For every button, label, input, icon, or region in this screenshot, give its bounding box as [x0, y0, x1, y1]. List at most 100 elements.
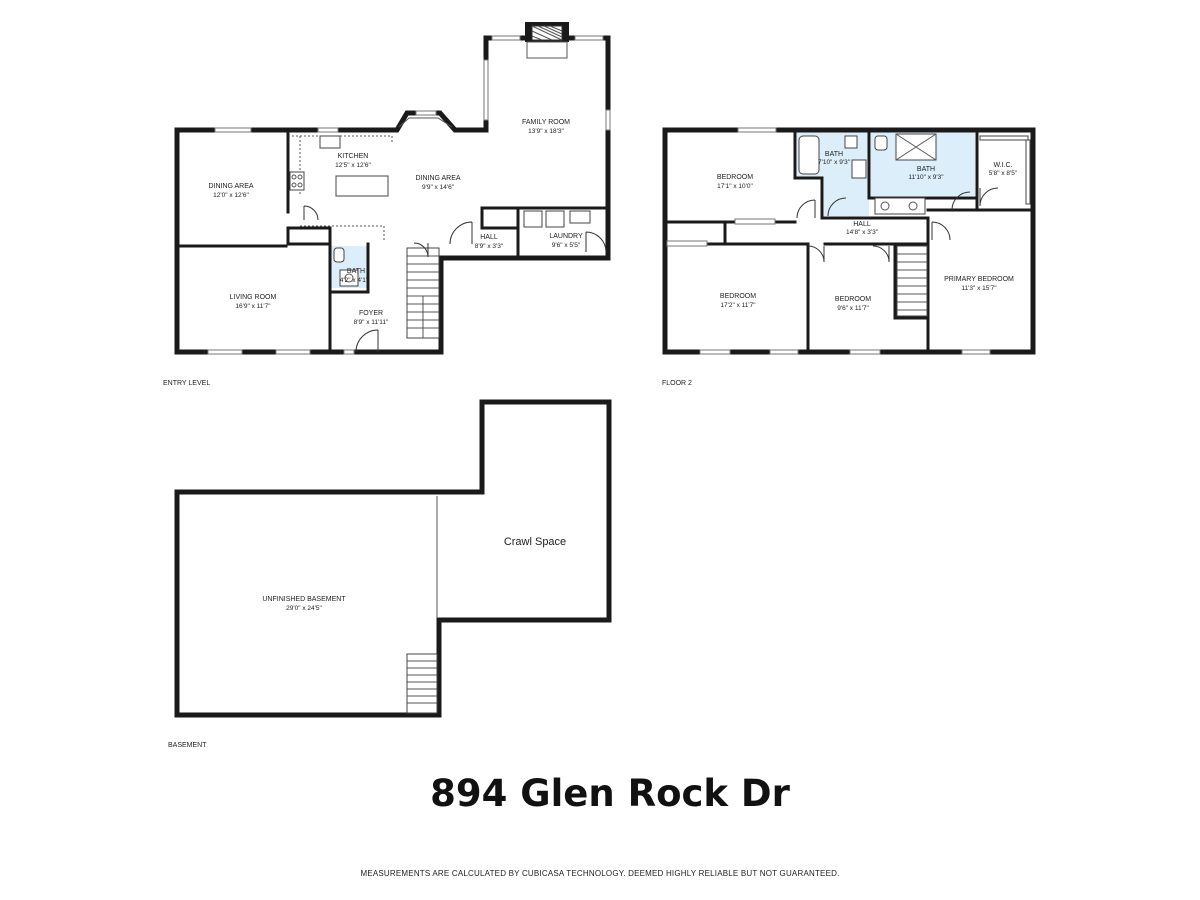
- room-dim-primary-bath: 11'10" x 9'3": [908, 174, 944, 181]
- fireplace-hatch: [531, 25, 563, 41]
- room-name-living-room: LIVING ROOM: [230, 294, 277, 301]
- door-laundry: [585, 231, 607, 253]
- entry-stair-treads: [407, 255, 439, 338]
- door: [979, 187, 999, 207]
- door: [807, 245, 825, 263]
- room-dim-family-room: 13'9" x 18'3": [528, 128, 564, 135]
- wall: [793, 176, 930, 220]
- basement-stair-treads: [407, 660, 437, 704]
- room-dim-wic: 5'8" x 8'5": [989, 170, 1018, 177]
- door-closet: [303, 205, 319, 221]
- toilet: [844, 135, 858, 149]
- door: [931, 221, 951, 241]
- room-dim-hall: 8'9" x 3'3": [475, 243, 504, 250]
- room-dim-bath: 4'2" x 4'1": [340, 277, 369, 284]
- room-name-bath: BATH: [825, 151, 843, 158]
- room-name-bedroom: BEDROOM: [717, 174, 753, 181]
- dryer: [545, 210, 565, 228]
- door-stairs: [413, 242, 429, 258]
- room-dim-dining-area: 12'0" x 12'6": [213, 192, 249, 199]
- kitchen-sink: [319, 135, 341, 149]
- room-name-dining-area: DINING AREA: [208, 183, 253, 190]
- kitchen-lower-counter: [300, 225, 385, 240]
- door: [951, 191, 971, 211]
- window: [275, 349, 311, 355]
- wall-hall: [480, 206, 520, 230]
- room-name-laundry: LAUNDRY: [549, 233, 583, 240]
- window: [961, 349, 991, 355]
- window: [605, 109, 611, 131]
- floor-2-stairs: [896, 245, 928, 317]
- window: [343, 349, 355, 355]
- room-name-primary-bath: BATH: [917, 166, 935, 173]
- room-name-hall: HALL: [853, 221, 871, 228]
- door: [796, 199, 816, 219]
- window: [317, 127, 339, 133]
- kitchen-range: [289, 171, 305, 191]
- room-dim-bedroom: 17'1" x 10'0": [717, 183, 753, 190]
- window: [214, 127, 252, 133]
- closet-door: [666, 240, 708, 247]
- room-name-hall: HALL: [480, 234, 498, 241]
- room-dim-kitchen: 12'5" x 12'6": [335, 162, 371, 169]
- room-dim-bedroom: 9'6" x 11'7": [837, 305, 869, 312]
- window: [483, 59, 489, 121]
- bath-sink: [851, 159, 867, 179]
- window: [491, 35, 521, 41]
- room-dim-living-room: 16'9" x 11'7": [235, 303, 271, 310]
- room-name-bedroom: BEDROOM: [835, 296, 871, 303]
- basement-stairs: [406, 653, 438, 714]
- measurement-disclaimer: MEASUREMENTS ARE CALCULATED BY CUBICASA …: [360, 869, 840, 878]
- property-address: 894 Glen Rock Dr: [430, 772, 790, 815]
- room-dim-hall: 14'8" x 3'3": [846, 229, 879, 236]
- floor-2-exterior-wall: [662, 127, 1036, 355]
- closet-door: [734, 218, 776, 225]
- floor-label-entry: ENTRY LEVEL: [163, 380, 210, 387]
- basement-exterior-wall: [174, 399, 612, 718]
- room-name-unfinished-basement: UNFINISHED BASEMENT: [262, 596, 346, 603]
- wall-closet: [286, 226, 332, 246]
- entry-bath-toilet: [333, 247, 345, 263]
- bath-tile: [824, 178, 869, 216]
- wall-entry-bath: [328, 242, 370, 294]
- door-hall: [449, 221, 473, 245]
- room-dim-unfinished-basement: 29'0" x 24'5": [286, 605, 322, 612]
- room-dim-foyer: 8'9" x 11'11": [354, 319, 389, 326]
- bathtub: [798, 135, 820, 175]
- bay-window: [398, 117, 453, 128]
- wic-shelf: [1025, 139, 1031, 205]
- laundry-sink: [569, 210, 591, 224]
- room-name-family-room: FAMILY ROOM: [522, 119, 570, 126]
- floor-label-floor-2: FLOOR 2: [662, 380, 692, 387]
- room-dim-bath: 7'10" x 9'3": [818, 159, 851, 166]
- shower-x: [895, 133, 937, 161]
- room-name-primary-bedroom: PRIMARY BEDROOM: [944, 276, 1014, 283]
- room-name-bath: BATH: [347, 268, 365, 275]
- wall: [893, 242, 930, 320]
- hearth: [526, 41, 568, 59]
- window: [849, 349, 881, 355]
- room-dim-bedroom: 17'2" x 11'7": [720, 302, 756, 309]
- entry-level-plan: FAMILY ROOM 13'9" x 18'3" KITCHEN 12'5" …: [163, 22, 611, 387]
- floor-label-basement: BASEMENT: [168, 742, 207, 749]
- floor-2-stair-treads: [897, 253, 927, 311]
- basement-plan: UNFINISHED BASEMENT 29'0" x 24'5" Crawl …: [168, 399, 612, 749]
- window: [769, 349, 799, 355]
- wall: [663, 242, 810, 354]
- room-dim-laundry: 9'6" x 5'5": [552, 242, 581, 249]
- washer: [523, 210, 543, 228]
- room-name-dining-area-center: DINING AREA: [415, 175, 460, 182]
- window: [737, 127, 777, 133]
- window: [415, 110, 437, 116]
- window: [574, 35, 604, 41]
- window: [699, 349, 731, 355]
- room-name-foyer: FOYER: [359, 310, 383, 317]
- room-name-bedroom: BEDROOM: [720, 293, 756, 300]
- room-name-crawl-space: Crawl Space: [504, 536, 566, 548]
- room-dim-dining-area-center: 9'9" x 14'6": [422, 184, 455, 191]
- kitchen-island: [335, 175, 389, 197]
- room-name-wic: W.I.C.: [993, 162, 1012, 169]
- primary-toilet: [874, 135, 888, 151]
- entry-bath-sink: [339, 269, 359, 287]
